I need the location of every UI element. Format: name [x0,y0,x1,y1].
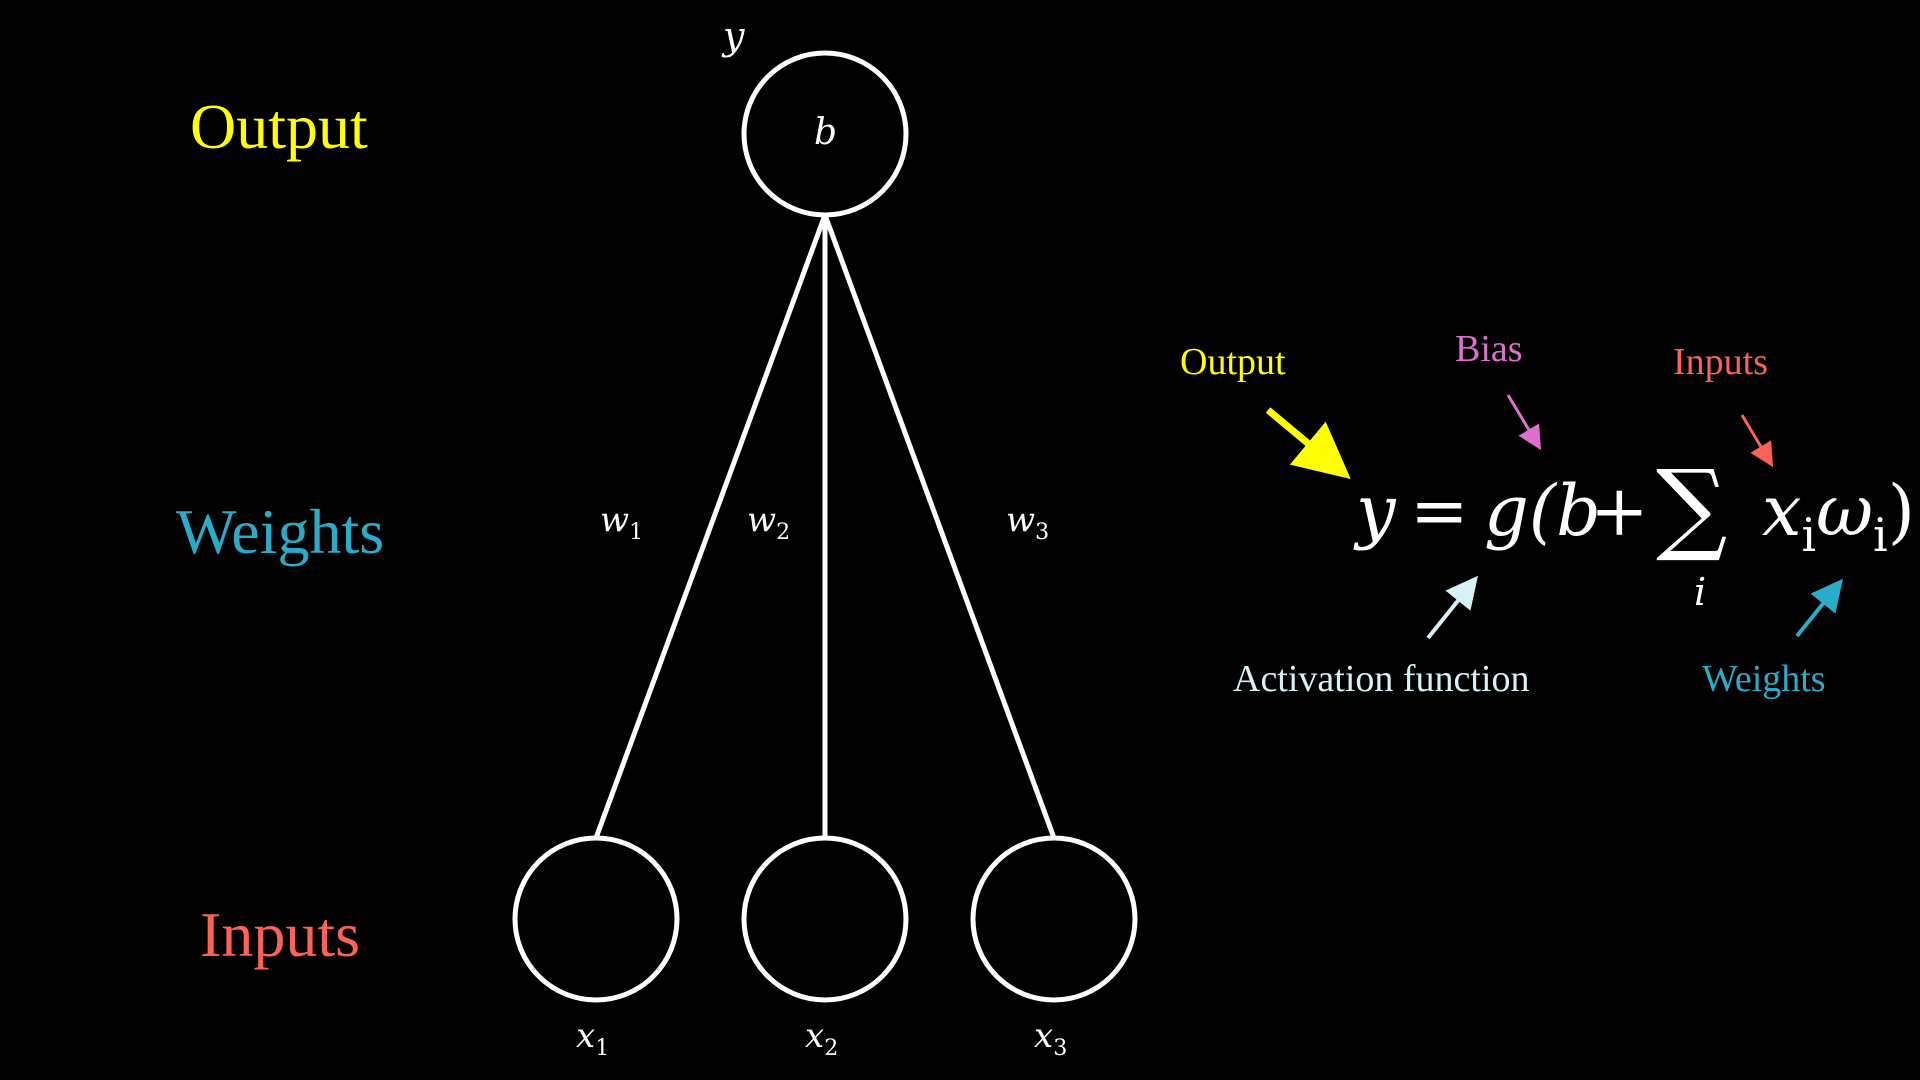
arrow-bias [1506,394,1542,451]
equation-sigma-index: i [1694,570,1707,614]
equation-term: xiωi) [1762,470,1916,562]
input-node-3 [970,835,1138,1003]
annotation-bias: Bias [1455,328,1523,370]
input-node-2 [741,835,909,1003]
input-label-2: x2 [805,1016,839,1061]
arrow-inputs [1740,414,1774,468]
input-node-1 [512,835,680,1003]
edge-w3 [822,214,1057,839]
equation-func: g(b [1484,470,1601,552]
weight-label-1: w1 [600,500,644,545]
annotation-weights: Weights [1702,658,1826,700]
annotation-inputs: Inputs [1673,341,1768,383]
equation-sigma: ∑ [1656,448,1728,565]
weight-label-3: w3 [1006,500,1050,545]
arrow-activation [1426,575,1479,640]
bias-symbol: b [814,112,838,153]
arrow-output [1265,407,1351,479]
left-label-inputs: Inputs [200,899,360,970]
output-symbol: y [723,14,745,58]
output-node [741,50,909,218]
equation-equals: = [1410,470,1469,552]
annotation-output: Output [1180,341,1286,383]
weight-label-2: w2 [747,500,791,545]
edge-w1 [593,214,828,839]
input-label-3: x3 [1034,1016,1068,1061]
left-label-output: Output [190,91,368,162]
arrow-weights [1795,578,1844,638]
input-label-1: x1 [576,1016,610,1061]
equation-lhs: y [1356,470,1396,552]
left-label-weights: Weights [176,496,385,567]
annotation-activation: Activation function [1233,658,1530,700]
equation-plus: + [1590,470,1649,552]
